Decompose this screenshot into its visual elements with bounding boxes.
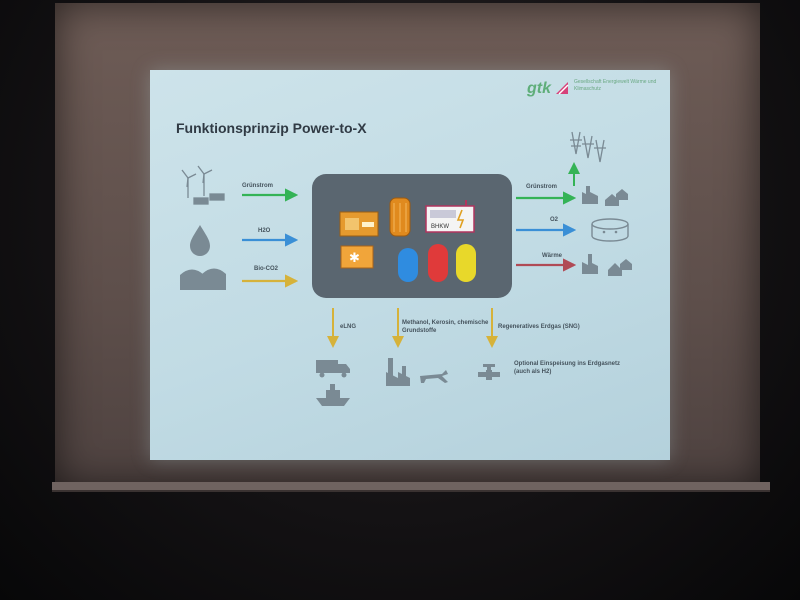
biogas-tank-icon	[180, 268, 226, 290]
wind-turbine-icon	[181, 165, 225, 205]
input-label-green-power: Grünstrom	[242, 183, 274, 189]
chp-label: BHKW	[431, 224, 449, 230]
bottom-label-elng: eLNG	[340, 324, 357, 330]
screen-bottom-rail	[52, 482, 770, 492]
cooling-unit-icon: ✱	[340, 245, 374, 269]
storage-capsule-red-icon	[428, 244, 448, 282]
airplane-icon	[420, 370, 448, 383]
slide-title: Funktionsprinzip Power-to-X	[176, 120, 367, 136]
water-drop-icon	[190, 225, 210, 256]
hydrogen-tank-icon	[389, 197, 411, 237]
logo-text: gtk	[527, 80, 551, 97]
output-label-oxygen: O2	[550, 217, 559, 223]
heat-network-icon	[582, 254, 632, 276]
presentation-slide: gtk Gesellschaft Energiewelt Wärme und K…	[150, 70, 670, 460]
diagram-graphics: BHKW ✱	[180, 131, 632, 406]
ship-icon	[316, 384, 350, 406]
chp-unit-icon: BHKW	[425, 200, 475, 233]
industry-homes-icon	[582, 186, 628, 206]
storage-capsule-yellow-icon	[456, 244, 476, 282]
factory-icon	[386, 358, 410, 386]
svg-text:✱: ✱	[349, 251, 360, 266]
gas-valve-icon	[478, 364, 500, 380]
input-label-water: H2O	[258, 228, 271, 234]
logo-subtitle: Gesellschaft Energiewelt Wärme und Klima…	[574, 79, 657, 92]
bottom-label-methanol: Methanol, Kerosin, chemische Grundstoffe	[402, 320, 489, 334]
storage-tank-icon	[591, 218, 629, 242]
bottom-label-grid-feed: Optional Einspeisung ins Erdgasnetz (auc…	[514, 361, 621, 375]
output-label-heat: Wärme	[542, 253, 563, 259]
gtk-logo-icon	[556, 82, 569, 95]
power-grid-icon	[570, 131, 606, 163]
electrolyzer-icon	[339, 211, 379, 237]
bottom-label-sng: Regeneratives Erdgas (SNG)	[498, 324, 580, 330]
truck-icon	[316, 360, 350, 378]
output-label-green-power: Grünstrom	[526, 184, 558, 190]
input-label-bio-co2: Bio-CO2	[254, 266, 278, 272]
storage-capsule-blue-icon	[398, 248, 418, 282]
